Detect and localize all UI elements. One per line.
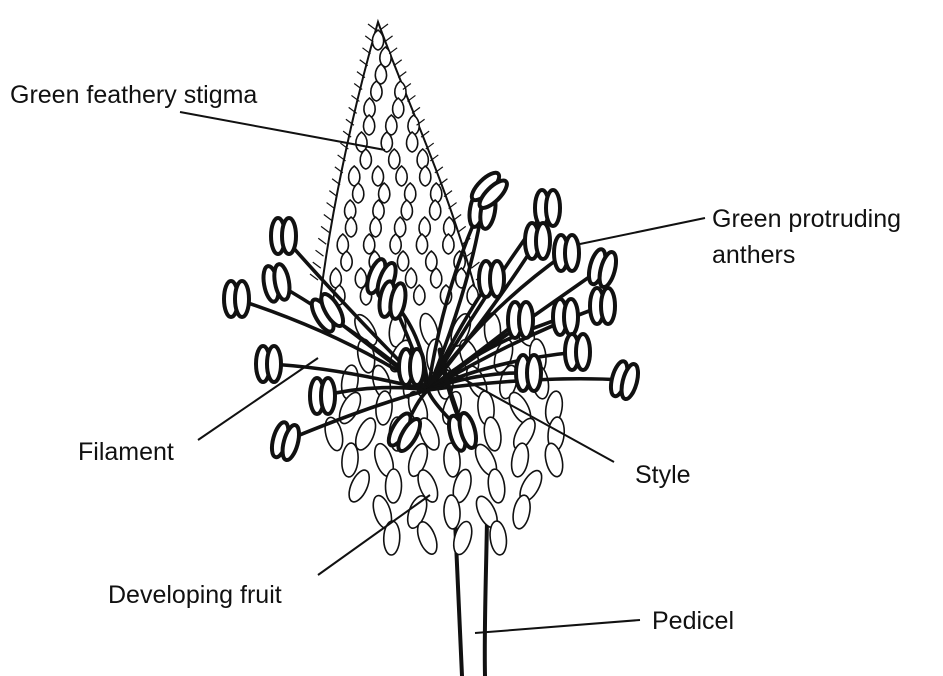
anther [535, 190, 560, 226]
leader-stigma [180, 112, 385, 150]
stigma-hair [398, 72, 406, 78]
fruit-capsule [385, 469, 402, 503]
anther-lobe [576, 334, 590, 370]
stigma-bract [407, 132, 418, 152]
stigma-bract [345, 217, 356, 237]
stigma-hair [368, 24, 376, 30]
fruit-capsule [511, 494, 533, 530]
label-anthers-line1: Green protruding [712, 204, 901, 234]
anther [553, 299, 578, 335]
anther [399, 349, 424, 385]
anther-lobe [267, 346, 281, 382]
anther [261, 263, 292, 303]
anther [224, 281, 249, 317]
anther-lobe [410, 349, 424, 385]
stigma-bract [353, 183, 364, 203]
stigma-hair [458, 226, 466, 232]
stigma-hair [316, 250, 324, 256]
anther [554, 235, 579, 271]
label-pedicel: Pedicel [652, 606, 734, 636]
anther [269, 421, 302, 462]
label-stigma: Green feathery stigma [10, 80, 257, 110]
stigma-bract [405, 268, 416, 288]
fruit-capsule [509, 442, 531, 478]
stigma-bract [370, 217, 381, 237]
anther [479, 261, 504, 297]
stigma-hair [380, 24, 388, 30]
stigma-bract [414, 285, 425, 305]
stigma-bract [379, 183, 390, 203]
stigma-bract [390, 234, 401, 254]
label-anthers-line2: anthers [712, 240, 795, 270]
anther [525, 223, 550, 259]
anther-lobe [519, 302, 533, 338]
anther [516, 355, 541, 391]
stigma-bract [420, 166, 431, 186]
anther-lobe [564, 299, 578, 335]
anther-lobe [565, 235, 579, 271]
stigma-bract [341, 251, 352, 271]
stigma-bract [389, 149, 400, 169]
anther [590, 288, 615, 324]
anther [586, 248, 619, 289]
stigma-bracts [330, 30, 478, 305]
stigma-hair [385, 36, 393, 42]
fruit-capsule [414, 519, 441, 556]
label-filament: Filament [78, 437, 174, 467]
anther-lobe [536, 223, 550, 259]
anther-lobe [235, 281, 249, 317]
label-style: Style [635, 460, 691, 490]
stigma-hair [324, 214, 332, 220]
anther [256, 346, 281, 382]
anther [508, 302, 533, 338]
fruit-capsule [542, 442, 565, 479]
stigma-bract [372, 30, 383, 50]
anther-lobe [527, 355, 541, 391]
stigma-bract [443, 234, 454, 254]
stigma-bract [393, 98, 404, 118]
stigma-bract [364, 234, 375, 254]
anther-lobe [546, 190, 560, 226]
anther [271, 218, 296, 254]
fruit-capsule [488, 520, 508, 556]
stigma-bract [396, 166, 407, 186]
anther-lobe [490, 261, 504, 297]
fruit-capsule [486, 468, 507, 504]
stigma-bract [363, 115, 374, 135]
stigma-bract [430, 200, 441, 220]
stigma-bract [417, 149, 428, 169]
anther-lobe [282, 218, 296, 254]
stigma-hair [389, 48, 397, 54]
leader-pedicel [475, 620, 640, 633]
leader-anthers [580, 218, 705, 244]
anther-lobe [601, 288, 615, 324]
stigma-hair [321, 226, 329, 232]
anther-lobe [321, 378, 335, 414]
stigma-bract [416, 234, 427, 254]
anther [310, 378, 335, 414]
stigma-bract [401, 200, 412, 220]
fruit-capsule [375, 390, 393, 425]
anther [565, 334, 590, 370]
stigma-bract [395, 81, 406, 101]
stigma-bract [371, 81, 382, 101]
stigma-hair [394, 60, 402, 66]
stigma-bract [431, 268, 442, 288]
stigma-hair [327, 203, 335, 209]
stigma-bract [372, 166, 383, 186]
anther [608, 360, 641, 401]
stigma-bract [397, 251, 408, 271]
stigma-hair [313, 262, 321, 268]
fruit-capsule [341, 442, 360, 477]
stigma-hair [318, 238, 326, 244]
stigma-bract [360, 149, 371, 169]
label-fruit: Developing fruit [108, 580, 282, 610]
